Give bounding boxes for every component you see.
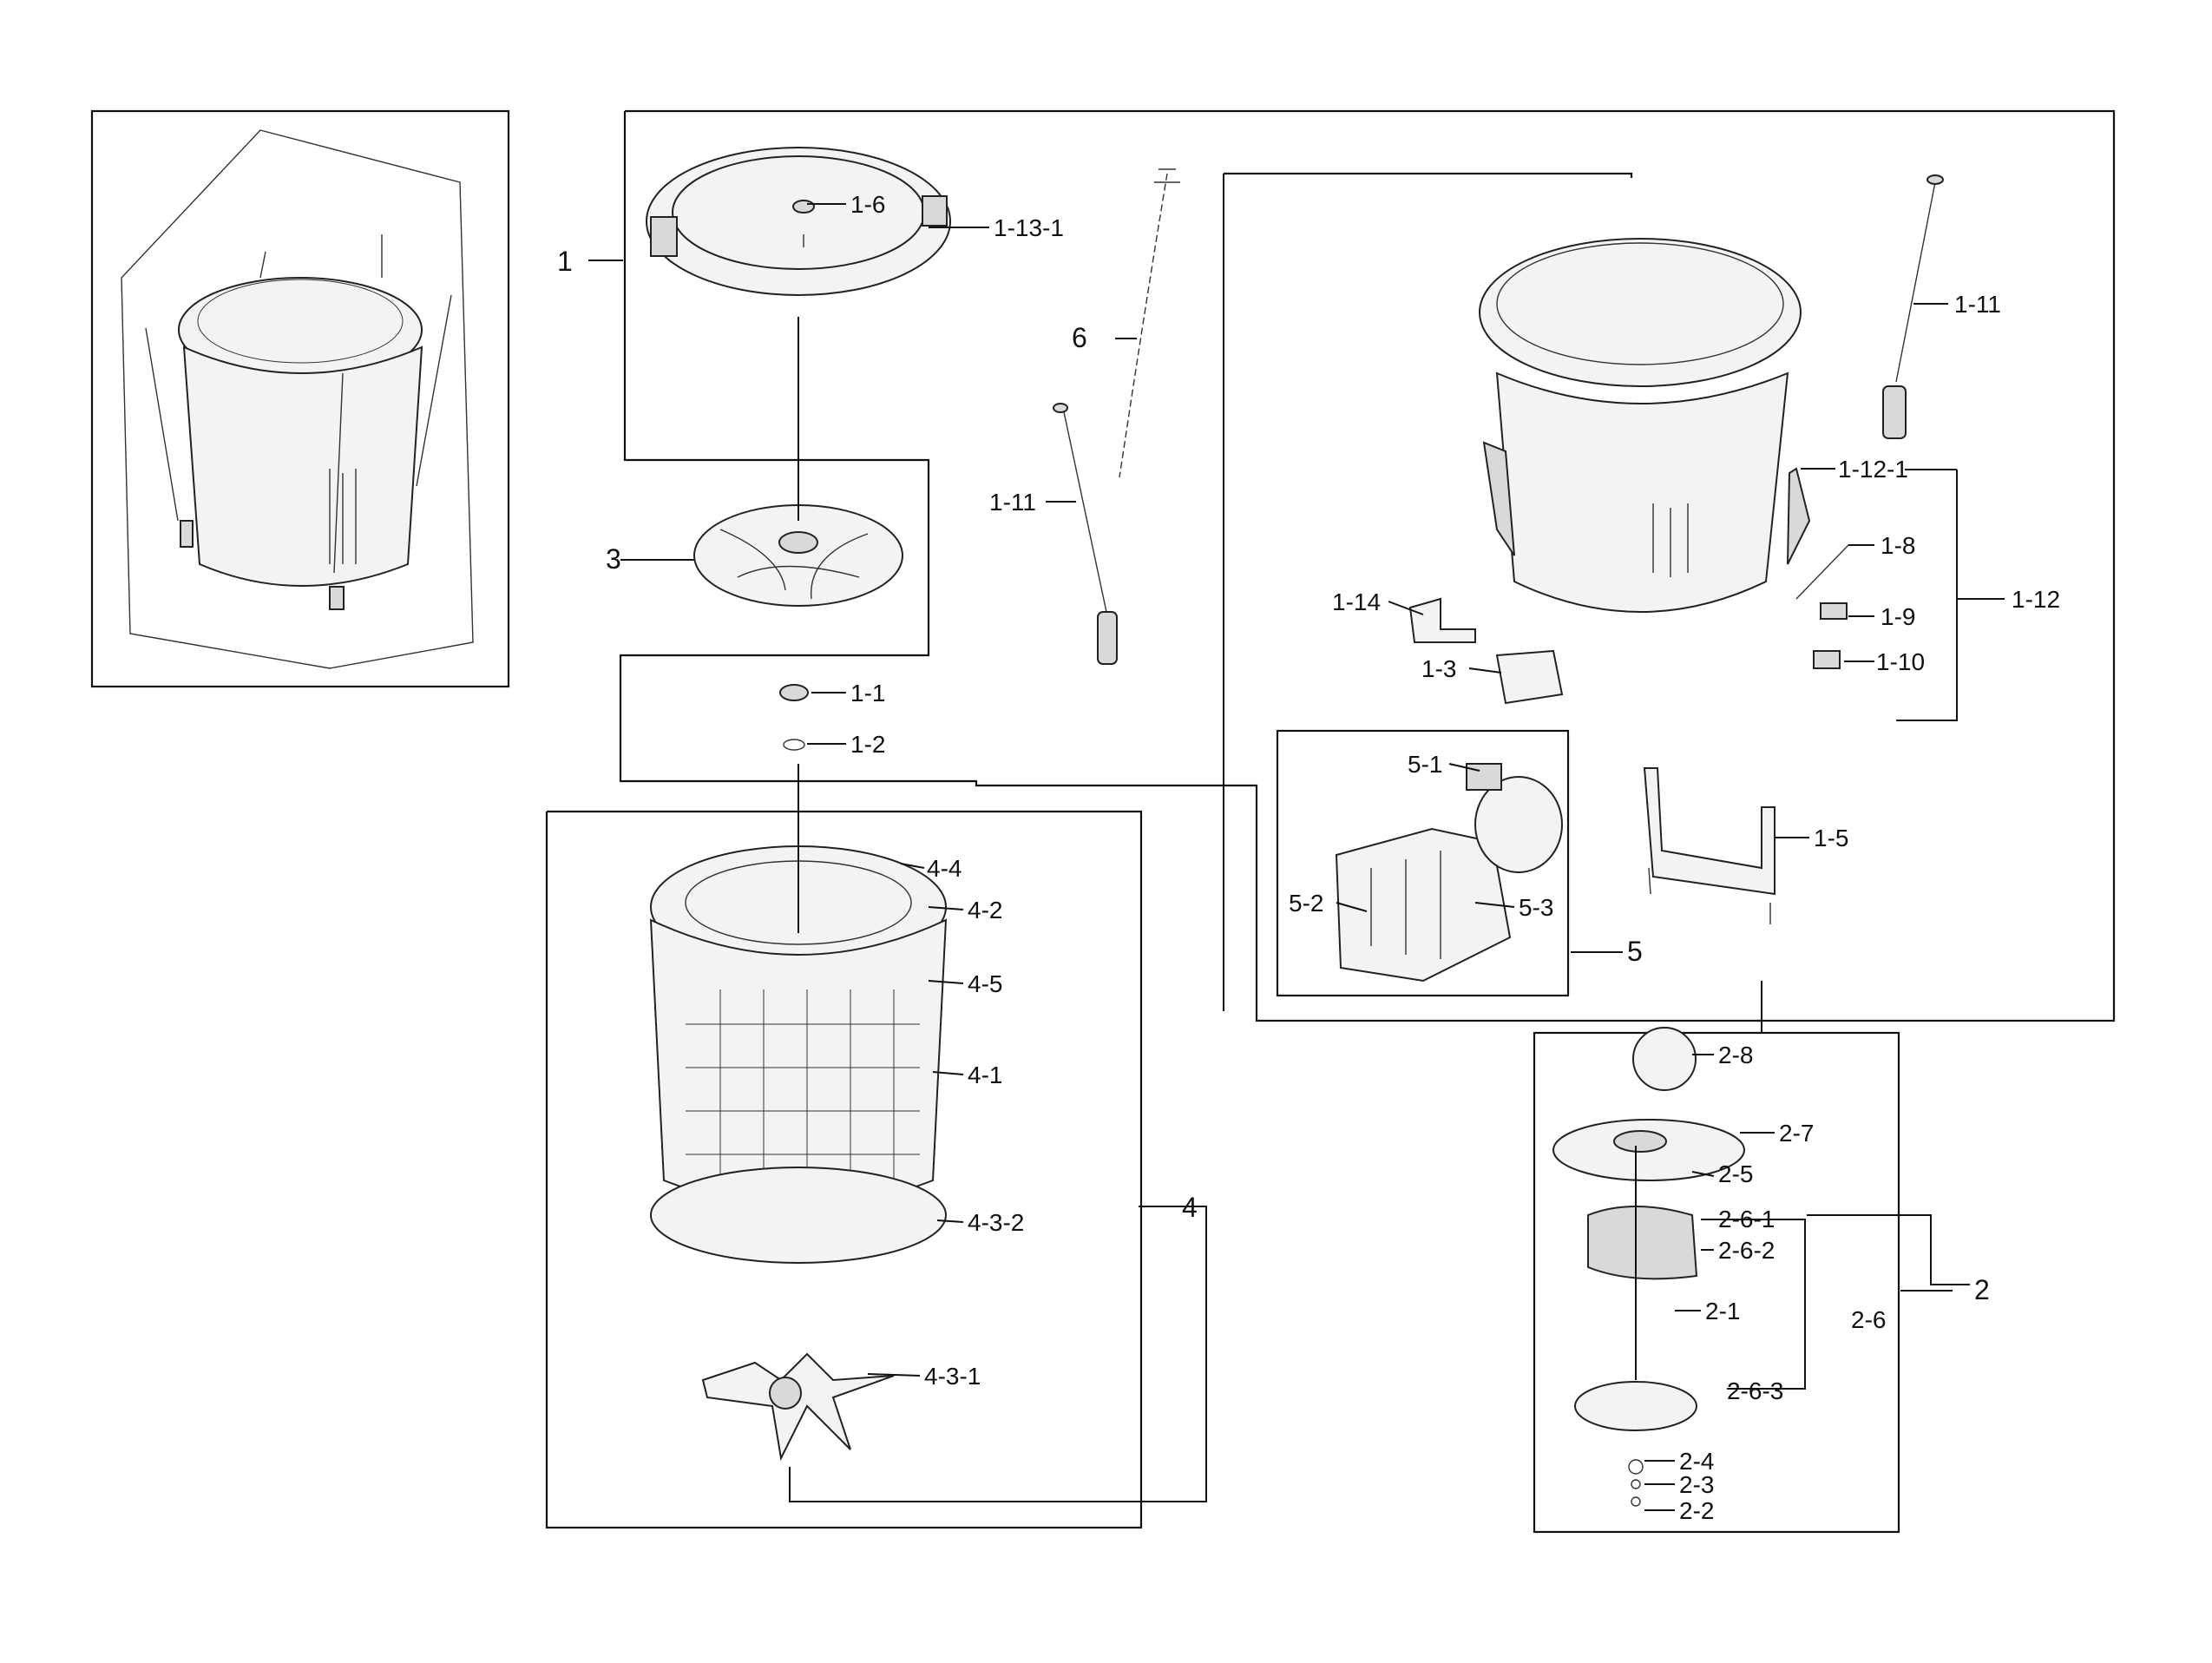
callout-3: 3 xyxy=(606,543,621,575)
callout-4-3-2: 4-3-2 xyxy=(968,1209,1024,1236)
hose xyxy=(1119,168,1180,478)
tub-cover xyxy=(646,147,951,296)
inner-basket-frame xyxy=(545,810,1207,1529)
callout-1-12: 1-12 xyxy=(2012,586,2060,613)
callout-2-2: 2-2 xyxy=(1679,1497,1714,1524)
callout-2: 2 xyxy=(1974,1274,1990,1305)
hose-sensor xyxy=(1795,544,1849,620)
callout-1-11-left: 1-11 xyxy=(989,489,1036,516)
callout-1-2: 1-2 xyxy=(850,731,885,758)
callout-4-3-1: 4-3-1 xyxy=(924,1363,981,1390)
callout-2-4: 2-4 xyxy=(1679,1448,1714,1475)
callout-2-6-2: 2-6-2 xyxy=(1718,1237,1775,1264)
pulsator xyxy=(693,504,903,607)
callout-4-2: 4-2 xyxy=(968,897,1002,924)
assembly-1-frame xyxy=(619,109,2116,1022)
callout-4-4: 4-4 xyxy=(927,855,962,882)
filter-part xyxy=(1813,650,1841,669)
callout-5-2: 5-2 xyxy=(1289,890,1323,917)
callout-5: 5 xyxy=(1627,936,1643,967)
callout-1-5: 1-5 xyxy=(1814,825,1848,851)
motor-assembly-frame xyxy=(1533,981,1970,1534)
callout-1-10: 1-10 xyxy=(1876,648,1925,675)
callout-1-11-right: 1-11 xyxy=(1954,291,2001,318)
callout-5-1: 5-1 xyxy=(1408,751,1442,778)
callout-1-8: 1-8 xyxy=(1881,532,1915,559)
bracket-1-5 xyxy=(1643,767,1776,924)
callout-1-9: 1-9 xyxy=(1881,603,1915,630)
overview-inset xyxy=(90,109,510,688)
callout-1-6: 1-6 xyxy=(850,191,885,218)
suspension-rod-left xyxy=(1053,403,1118,665)
callout-2-5: 2-5 xyxy=(1718,1160,1753,1187)
callout-2-7: 2-7 xyxy=(1779,1120,1814,1147)
callout-1-13-1: 1-13-1 xyxy=(994,214,1064,241)
callout-2-6-1: 2-6-1 xyxy=(1718,1206,1775,1232)
hub-nut-and-washer xyxy=(779,684,809,751)
callout-2-1: 2-1 xyxy=(1705,1298,1740,1324)
leader-lines xyxy=(588,203,2005,1511)
callout-2-3: 2-3 xyxy=(1679,1471,1714,1498)
callout-1-3: 1-3 xyxy=(1421,655,1456,682)
callout-4-1: 4-1 xyxy=(968,1062,1002,1088)
callout-labels: 1 1-6 1-13-1 3 1-1 1-2 6 1-11 1-11 1-12-… xyxy=(557,191,2060,1524)
bracket-1-14 xyxy=(1408,597,1476,643)
outer-tub xyxy=(1479,238,1811,613)
callout-2-6: 2-6 xyxy=(1851,1306,1886,1333)
callout-4: 4 xyxy=(1182,1192,1198,1223)
callout-1-12-1: 1-12-1 xyxy=(1838,456,1908,483)
drain-pump-frame xyxy=(1276,729,1570,997)
callout-1: 1 xyxy=(557,246,573,277)
callout-6: 6 xyxy=(1072,322,1087,353)
callout-5-3: 5-3 xyxy=(1519,894,1553,921)
suspension-rod-right xyxy=(1882,174,1944,439)
callout-2-6-3: 2-6-3 xyxy=(1727,1377,1783,1404)
callout-2-8: 2-8 xyxy=(1718,1042,1753,1068)
callout-1-14: 1-14 xyxy=(1332,588,1381,615)
callout-1-1: 1-1 xyxy=(850,680,885,707)
callout-4-5: 4-5 xyxy=(968,970,1002,997)
part-1-3 xyxy=(1495,649,1564,705)
